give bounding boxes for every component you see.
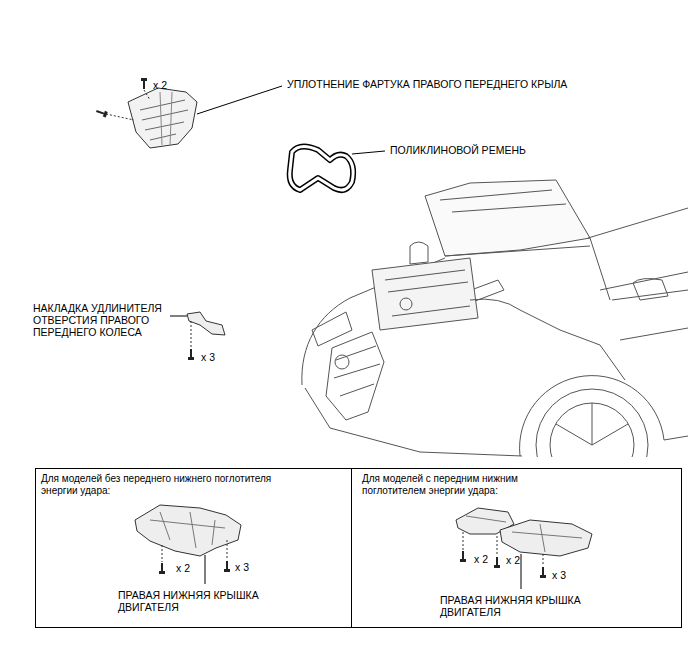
note-panel: Для моделей с передним нижним поглотител… [351,468,682,628]
quantity-label: x 2 [153,79,167,91]
part-name: НАКЛАДКА УДЛИНИТЕЛЯ ОТВЕРСТИЯ ПРАВОГО ПЕ… [33,302,183,338]
part-name: УПЛОТНЕНИЕ ФАРТУКА ПРАВОГО ПЕРЕДНЕГО КРЫ… [287,78,567,90]
belt [290,146,353,190]
leader-line [197,86,282,114]
panel-heading: Для моделей с передним нижним поглотител… [362,473,557,497]
leader-line [170,316,187,317]
engine-under-cover [456,508,592,566]
quantity-label: x 3 [552,569,566,581]
leader-line [521,554,522,589]
engine-under-cover [135,505,241,562]
leader-line [205,555,206,584]
panel-heading: Для моделей без переднего нижнего поглот… [41,473,306,497]
part-name: ПОЛИКЛИНОВОЙ РЕМЕНЬ [390,144,526,156]
part-name: ПРАВАЯ НИЖНЯЯ КРЫШКА ДВИГАТЕЛЯ [118,589,268,613]
car-outline [302,180,688,501]
quantity-label: x 3 [235,561,249,573]
quantity-label: x 2 [506,554,520,566]
fender-seal [106,88,197,148]
extension-pad [187,312,225,348]
leader-line [352,151,385,154]
quantity-label: x 2 [176,562,190,574]
quantity-label: x 2 [474,553,488,565]
part-name: ПРАВАЯ НИЖНЯЯ КРЫШКА ДВИГАТЕЛЯ [440,594,590,618]
quantity-label: x 3 [201,351,215,363]
note-panel: Для моделей без переднего нижнего поглот… [35,468,352,628]
